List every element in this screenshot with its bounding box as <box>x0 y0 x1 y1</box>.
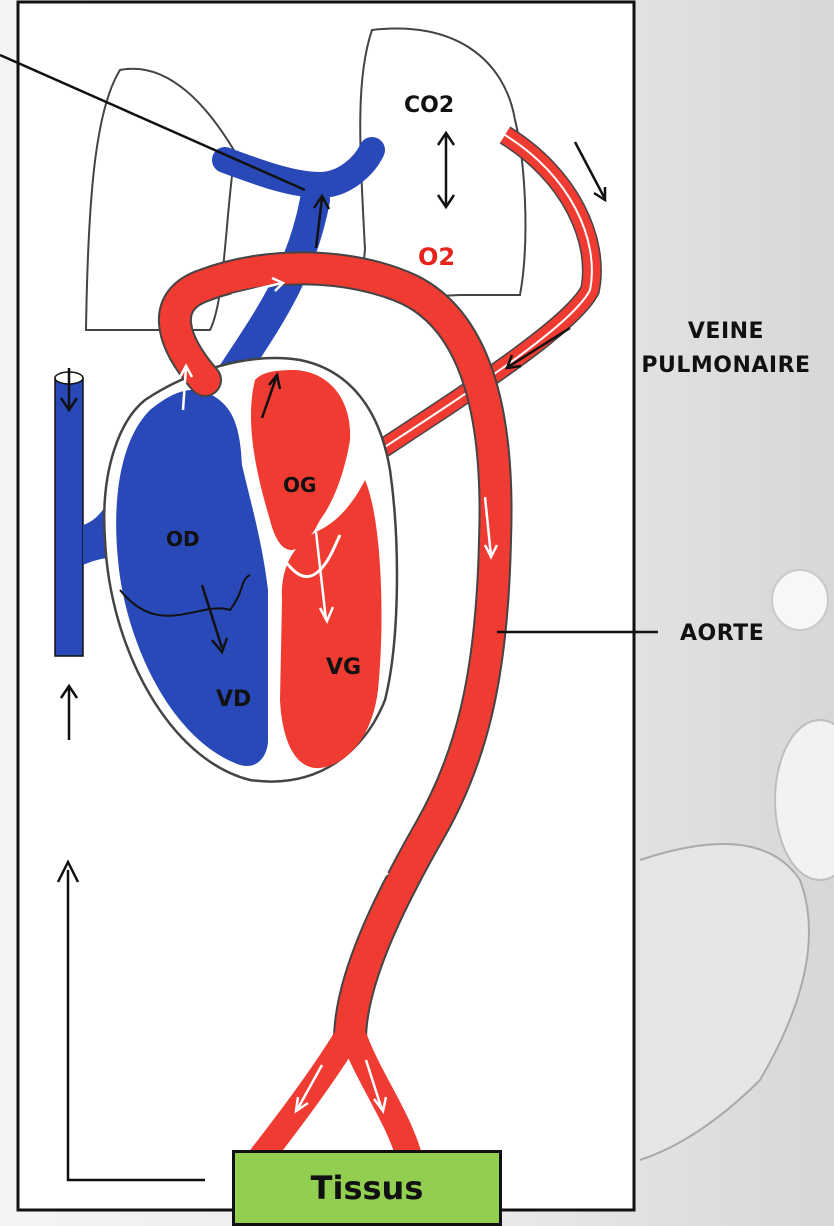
veine-pulmonaire-line2: PULMONAIRE <box>626 349 826 383</box>
od-label: OD <box>166 527 200 551</box>
aorte-label: AORTE <box>680 621 764 646</box>
vena-cava <box>55 378 83 656</box>
veine-pulmonaire-label: VEINE PULMONAIRE <box>626 315 826 383</box>
o2-label: O2 <box>418 243 455 271</box>
decor-drop-large <box>775 720 834 880</box>
co2-label: CO2 <box>404 93 454 118</box>
vg-label: VG <box>326 655 361 680</box>
vd-label: VD <box>216 687 251 712</box>
og-label: OG <box>283 473 316 497</box>
veine-pulmonaire-line1: VEINE <box>626 315 826 349</box>
tissus-box: Tissus <box>232 1150 502 1226</box>
decor-drop-small <box>772 570 828 630</box>
decor-drop-edge <box>640 844 809 1160</box>
